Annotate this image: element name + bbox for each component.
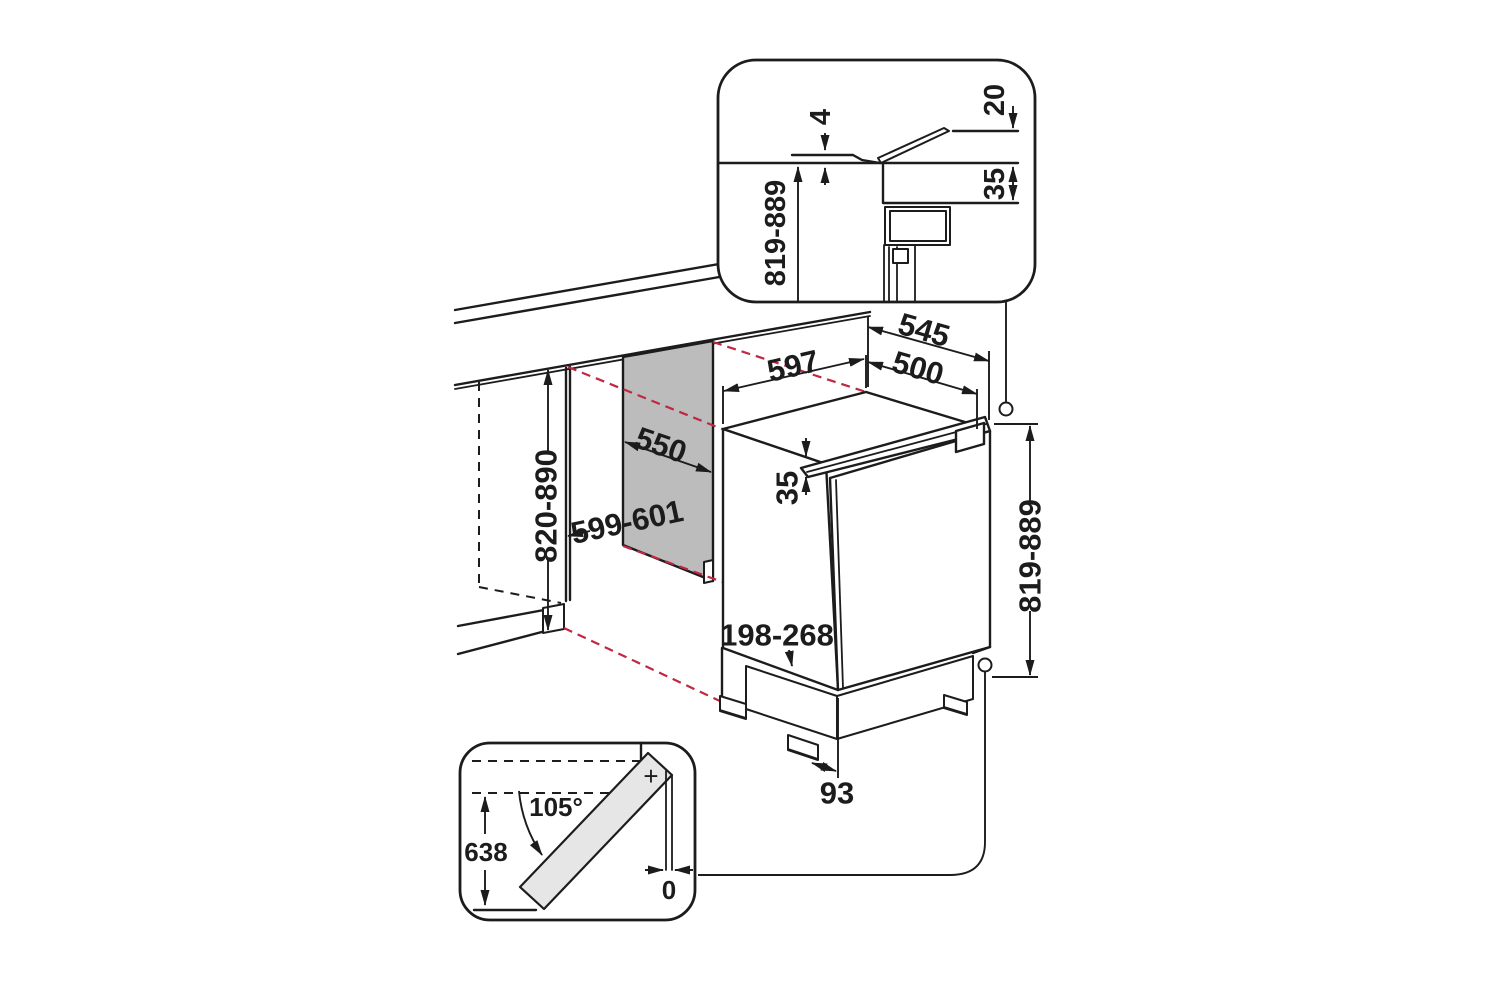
door-bottom-step <box>971 645 992 655</box>
dim-label-swing-depth: 638 <box>464 837 507 867</box>
door-gap-line <box>835 479 844 689</box>
leveling-foot-front-left <box>787 734 819 761</box>
leveling-foot-rear-left <box>719 695 747 720</box>
foot-pad-line-rl <box>719 709 747 719</box>
hinge-pivot-mark: + <box>643 761 658 791</box>
dim-label-plinth-range: 198-268 <box>720 618 834 653</box>
leveling-foot-front-right <box>943 694 968 716</box>
dimline-depth-total <box>867 326 990 362</box>
zero-clearance-extensions <box>665 770 673 871</box>
inset-fridge-carcass-inner <box>889 210 947 242</box>
swing-open-door <box>518 751 674 911</box>
fridge-door <box>828 429 992 692</box>
cabinet-foot <box>542 603 565 634</box>
inset-fridge-top-line <box>881 161 1020 205</box>
dimline-depth-body <box>867 361 978 395</box>
left-side-panel <box>564 365 572 603</box>
plinth-front <box>836 655 974 740</box>
hinge-block <box>954 421 986 454</box>
dim-label-top-clearance: 20 <box>979 84 1011 116</box>
leader-swing-inset <box>698 672 986 876</box>
door-top-trim <box>799 415 992 479</box>
inset-door-trim <box>790 153 882 165</box>
dimline-width <box>723 357 865 393</box>
reference-circle-bottom <box>977 657 993 673</box>
dim-label-door-top-inset: 35 <box>770 471 805 505</box>
foot-pad-line-fl <box>787 748 819 760</box>
worktop-surface-edge <box>453 270 750 325</box>
door-swing-inset: + 105° 638 0 <box>458 741 697 922</box>
ext-width <box>722 355 867 424</box>
ext-height <box>992 423 1038 678</box>
leader-plinth-range <box>784 649 794 667</box>
alignment-dashed-top-front <box>567 365 723 431</box>
worktop-front-edge-a <box>453 310 872 387</box>
dimline-niche-depth <box>624 441 712 473</box>
dim-label-niche-height: 820-890 <box>529 449 564 563</box>
reference-circle-top <box>998 401 1014 417</box>
niche-plinth-step <box>703 559 714 584</box>
inset-door-section-lines <box>883 244 916 303</box>
dimline-plinth-recess <box>811 761 837 773</box>
dim-label-plinth-recess: 93 <box>820 776 854 811</box>
refrigerator <box>719 390 992 761</box>
dim-label-worktop-gap: 35 <box>979 168 1011 200</box>
main-dimensions: 597 545 500 550 599-601 820-890 35 819-8… <box>529 306 1048 810</box>
alignment-dashed-bottom-front <box>563 627 723 703</box>
dim-label-side-clearance: 0 <box>662 875 676 905</box>
swing-angle-arc <box>518 790 543 856</box>
inset-open-flap <box>877 127 950 164</box>
dim-label-height: 819-889 <box>1013 499 1048 613</box>
foot-pad-line-fr <box>943 706 968 715</box>
callout-leaders <box>698 302 1014 876</box>
dim-label-opening-angle: 105° <box>529 792 583 822</box>
leader-niche-width <box>567 528 591 538</box>
dim-label-width: 597 <box>764 343 822 389</box>
dim-label-inset-height: 819-889 <box>760 180 792 286</box>
worktop-top-edge <box>453 258 744 312</box>
swing-reference-dashed <box>472 760 641 794</box>
inset-hinge-detail <box>892 248 909 264</box>
dim-label-door-gap: 4 <box>805 109 837 125</box>
worktop-detail-inset: 4 20 35 819-889 <box>716 58 1037 304</box>
